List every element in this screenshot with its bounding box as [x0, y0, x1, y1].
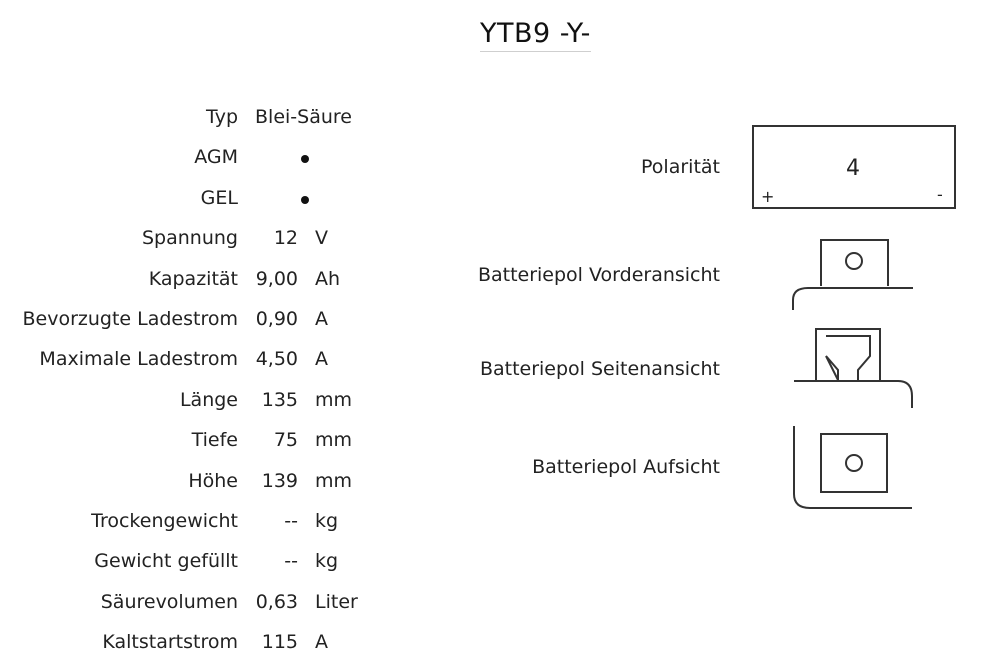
bullet-icon [301, 155, 309, 164]
aufsicht-label: Batteriepol Aufsicht [532, 456, 720, 478]
page-title: YTB9 -Y- [480, 18, 591, 52]
spec-label: Spannung [142, 227, 238, 250]
spec-value: -- [284, 509, 298, 532]
spec-unit: Ah [315, 267, 341, 290]
polaritaet-label: Polarität [641, 156, 720, 178]
spec-value: Blei-Säure [255, 106, 352, 128]
spec-unit: kg [315, 509, 339, 532]
battery-polarity-icon: 4 + - [752, 125, 956, 209]
spec-row-laenge: Länge 135 mm [0, 389, 400, 429]
front-view-diagram [790, 236, 916, 314]
spec-label: Bevorzugte Ladestrom [22, 307, 238, 330]
terminal-top-view-icon [793, 426, 912, 509]
terminal-front-view-icon [792, 239, 913, 310]
spec-label: GEL [200, 186, 238, 209]
spec-row-spannung: Spannung 12 V [0, 227, 400, 267]
spec-value: -- [284, 550, 298, 573]
spec-unit: A [315, 307, 328, 330]
spec-label: Länge [179, 388, 238, 411]
spec-value: 9,00 [255, 267, 298, 290]
side-view-diagram [790, 326, 916, 412]
minus-sign: - [937, 185, 943, 204]
spec-row-tiefe: Tiefe 75 mm [0, 429, 400, 469]
spec-label: Typ [206, 106, 238, 128]
polarity-diagram: 4 + - [752, 125, 958, 211]
spec-value: 12 [273, 227, 298, 250]
polarity-number: 4 [846, 156, 860, 181]
spec-table: Typ Blei-Säure AGM GEL Spannung 12 V Kap… [0, 106, 400, 671]
spec-label: AGM [194, 146, 238, 169]
spec-label: Gewicht gefüllt [94, 550, 238, 573]
spec-row-saeurevolumen: Säurevolumen 0,63 Liter [0, 591, 400, 631]
spec-label: Höhe [188, 469, 238, 492]
bullet-icon [301, 195, 309, 204]
spec-unit: A [315, 348, 328, 371]
spec-label: Maximale Ladestrom [39, 348, 238, 371]
plus-sign: + [761, 187, 774, 206]
seitenansicht-label: Batteriepol Seitenansicht [479, 358, 720, 380]
top-view-diagram [790, 424, 916, 514]
spec-value: 75 [273, 429, 298, 452]
spec-row-kaltstartstrom: Kaltstartstrom 115 A [0, 631, 400, 671]
spec-label: Trockengewicht [91, 509, 238, 532]
spec-value: 135 [261, 388, 298, 411]
spec-value: 115 [261, 631, 298, 654]
spec-row-typ: Typ Blei-Säure [0, 106, 400, 146]
spec-value: 0,90 [255, 307, 298, 330]
spec-row-gel: GEL [0, 187, 400, 227]
spec-unit: A [315, 631, 328, 654]
spec-row-hoehe: Höhe 139 mm [0, 470, 400, 510]
spec-value: 139 [261, 469, 298, 492]
terminal-side-view-icon [794, 328, 913, 408]
spec-unit: mm [315, 388, 353, 411]
spec-value: 0,63 [255, 590, 298, 613]
spec-unit: mm [315, 429, 353, 452]
spec-label: Tiefe [191, 429, 238, 452]
spec-row-gewicht-gefuellt: Gewicht gefüllt -- kg [0, 550, 400, 590]
vorderansicht-label: Batteriepol Vorderansicht [477, 264, 720, 286]
spec-label: Säurevolumen [100, 590, 238, 613]
spec-unit: kg [315, 550, 339, 573]
spec-row-trockengewicht: Trockengewicht -- kg [0, 510, 400, 550]
spec-unit: mm [315, 469, 353, 492]
spec-value: 4,50 [255, 348, 298, 371]
spec-unit: V [315, 227, 328, 250]
spec-row-bevorzugte-ladestrom: Bevorzugte Ladestrom 0,90 A [0, 308, 400, 348]
spec-row-kapazitaet: Kapazität 9,00 Ah [0, 268, 400, 308]
spec-unit: Liter [315, 590, 358, 613]
spec-row-maximale-ladestrom: Maximale Ladestrom 4,50 A [0, 348, 400, 388]
spec-label: Kaltstartstrom [102, 631, 238, 654]
spec-row-agm: AGM [0, 146, 400, 186]
spec-label: Kapazität [148, 267, 238, 290]
